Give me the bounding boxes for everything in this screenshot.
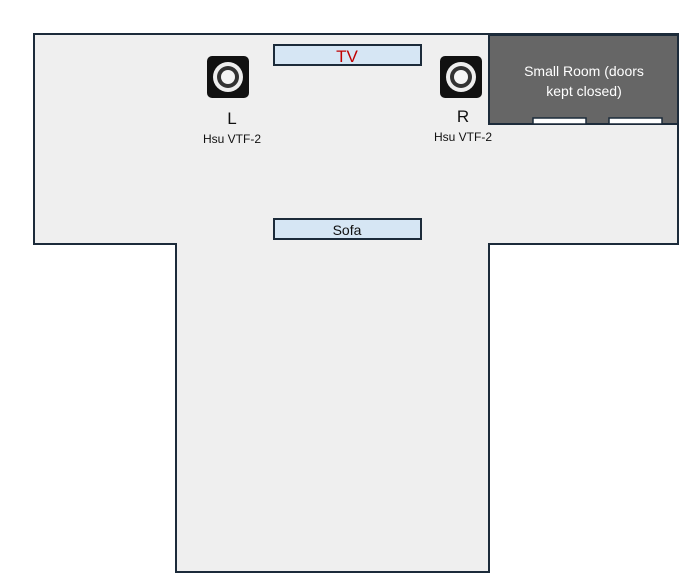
door-left [532, 117, 587, 125]
small-room-label-1: Small Room (doors [524, 63, 644, 79]
sofa [273, 218, 422, 240]
sofa-label: Sofa [333, 222, 362, 238]
speaker-right-model: Hsu VTF-2 [434, 130, 492, 144]
speaker-left-model: Hsu VTF-2 [203, 132, 261, 146]
tv [273, 44, 422, 66]
speaker-left-icon [207, 56, 249, 98]
speaker-right-icon [440, 56, 482, 98]
small-room-label-2: kept closed) [546, 83, 621, 99]
tv-label: TV [336, 47, 358, 66]
speaker-right-channel: R [457, 107, 469, 126]
door-right [608, 117, 663, 125]
speaker-left-channel: L [227, 109, 236, 128]
small-room [488, 34, 679, 125]
